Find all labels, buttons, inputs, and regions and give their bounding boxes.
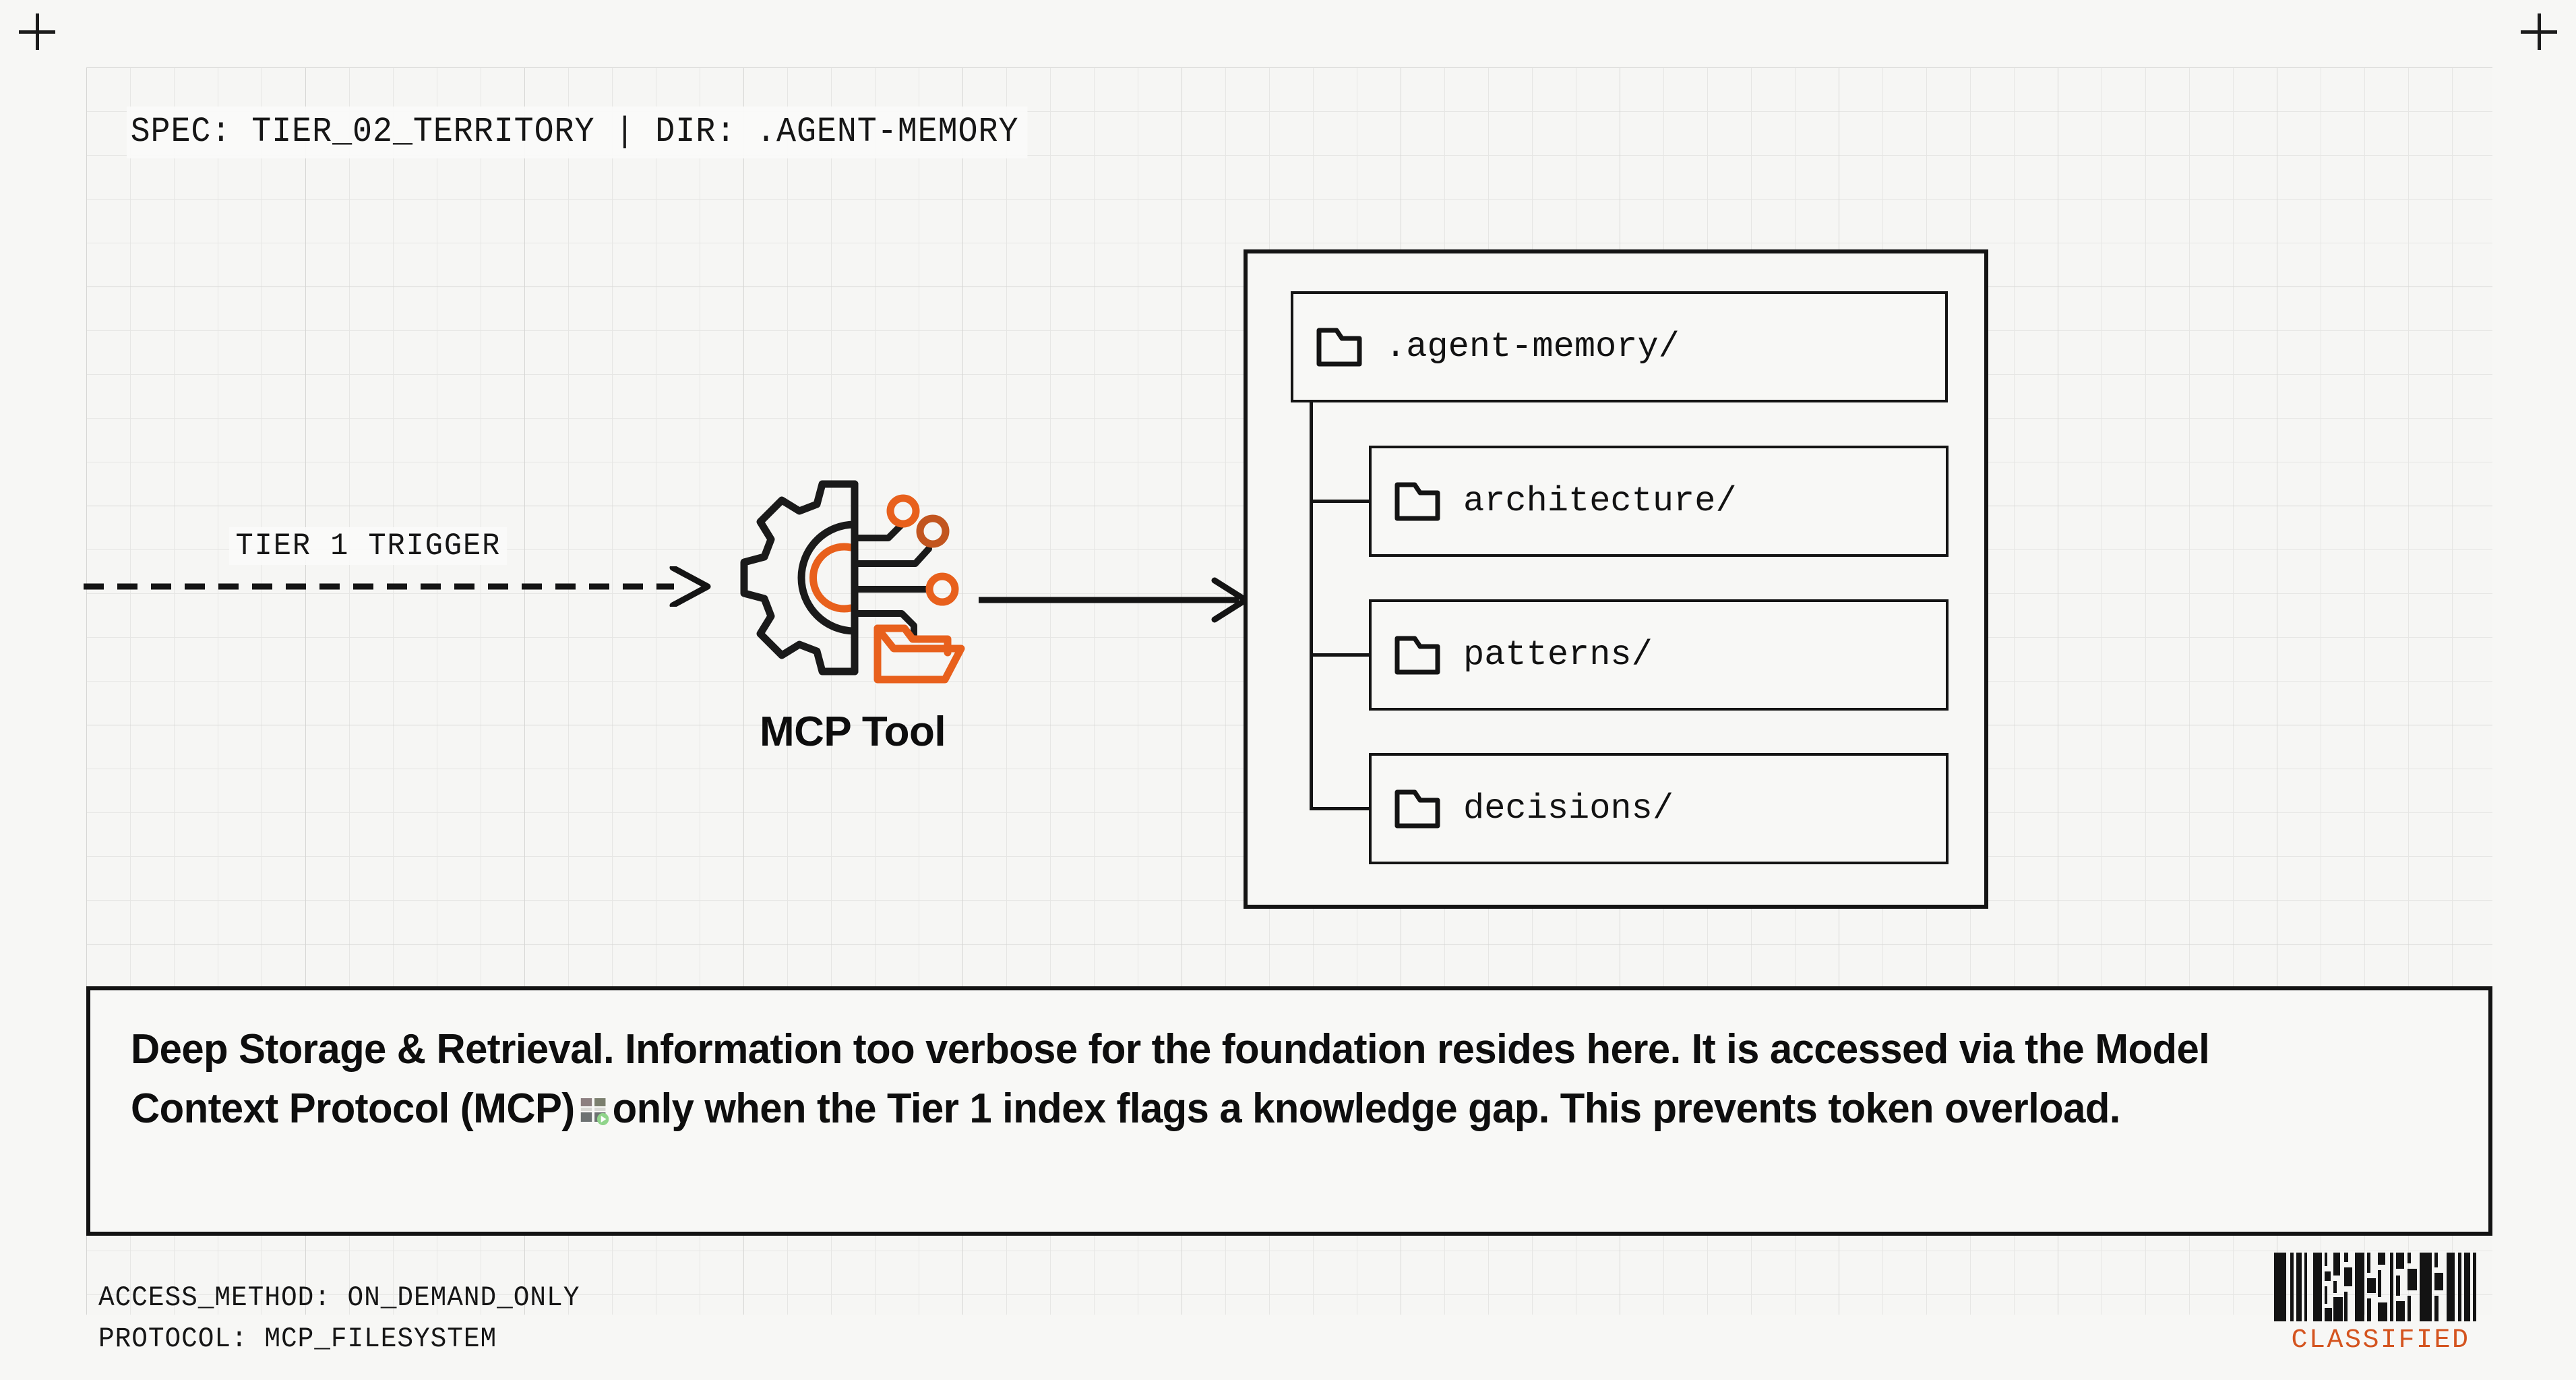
trigger-dashed-arrow: [84, 566, 711, 607]
footer-access-method: ACCESS_METHOD: ON_DEMAND_ONLY: [98, 1282, 580, 1314]
tree-connector-trunk: [1310, 402, 1313, 810]
folder-icon: [1394, 636, 1440, 674]
tree-row-label: patterns/: [1463, 635, 1653, 675]
tree-row-label: decisions/: [1463, 789, 1674, 829]
footer-metadata: ACCESS_METHOD: ON_DEMAND_ONLY PROTOCOL: …: [98, 1278, 580, 1360]
footer-protocol: PROTOCOL: MCP_FILESYSTEM: [98, 1322, 497, 1355]
classified-badge: CLASSIFIED: [2273, 1253, 2488, 1356]
description-text: Deep Storage & Retrieval. Information to…: [131, 1020, 2367, 1139]
tree-row[interactable]: patterns/: [1369, 599, 1949, 711]
tree-row[interactable]: .agent-memory/: [1291, 291, 1948, 402]
tree-row-label: .agent-memory/: [1385, 327, 1680, 367]
mcp-tool-node[interactable]: MCP Tool: [728, 472, 977, 782]
tree-connector-branch: [1310, 653, 1372, 657]
tree-row[interactable]: decisions/: [1369, 753, 1949, 864]
crosshair-marker-top-right: [2521, 13, 2557, 50]
description-part-2: only when the Tier 1 index flags a knowl…: [612, 1085, 2121, 1133]
barcode-glyph: [2274, 1253, 2476, 1321]
description-part-1: Deep Storage & Retrieval. Information to…: [131, 1026, 2210, 1133]
folder-icon: [1394, 789, 1440, 828]
tree-row[interactable]: architecture/: [1369, 446, 1949, 557]
tree-row-label: architecture/: [1463, 481, 1737, 521]
description-callout-box: Deep Storage & Retrieval. Information to…: [86, 986, 2492, 1236]
tree-connector-branch: [1310, 500, 1372, 503]
mcp-tool-label: MCP Tool: [759, 709, 946, 755]
card-index-dividers-emoji: [578, 1083, 609, 1126]
folder-icon: [1394, 482, 1440, 520]
crosshair-marker-top-left: [19, 13, 55, 50]
folder-icon: [1316, 328, 1362, 366]
classified-label: CLASSIFIED: [2291, 1325, 2470, 1356]
gear-circuit-folder-icon: [740, 480, 965, 684]
directory-tree-container: .agent-memory/ architecture/ patterns/ d…: [1244, 249, 1988, 909]
trigger-label: TIER 1 TRIGGER: [229, 527, 508, 565]
tree-connector-branch: [1310, 807, 1372, 810]
output-solid-arrow: [979, 577, 1249, 623]
spec-header-line: SPEC: TIER_02_TERRITORY | DIR: .AGENT-ME…: [127, 107, 1028, 158]
